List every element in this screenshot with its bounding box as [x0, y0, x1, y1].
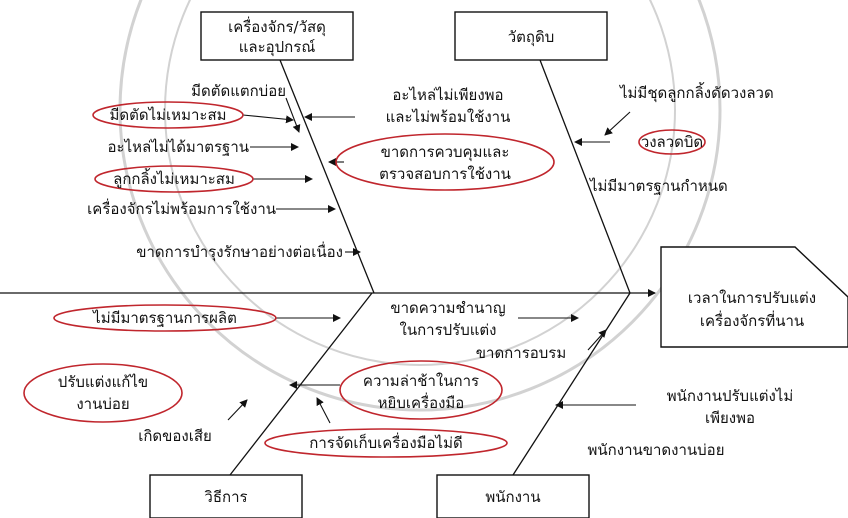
effect-box	[660, 246, 848, 348]
spine-and-bones	[0, 59, 656, 476]
box-material	[454, 11, 608, 61]
box-man	[436, 474, 590, 518]
cause-no-roller-set: ไม่มีชุดลูกกลิ้งดัดวงลวด	[619, 82, 774, 103]
cause-slow-tool-2: หยิบเครื่องมือ	[378, 392, 465, 412]
cause-lack-training: ขาดการอบรม	[476, 344, 566, 362]
box-machine	[200, 11, 354, 61]
category-boxes	[149, 11, 848, 518]
cause-absenteeism: พนักงานขาดงานบ่อย	[588, 441, 725, 459]
cause-arrows	[227, 97, 636, 424]
highlight-blade-unsuitable	[92, 101, 244, 129]
arrow-blade-unsuitable	[242, 114, 294, 124]
watermark-seal	[118, 0, 722, 412]
arrow-tool-storage	[316, 397, 331, 424]
cause-no-standard: ไม่มีมาตรฐานกำหนด	[589, 177, 728, 195]
highlight-slow-tool	[339, 360, 503, 420]
arrow-no-roller-set	[604, 111, 631, 136]
man-bone	[512, 292, 631, 476]
cause-wire-twisted: วงลวดบิด	[641, 133, 703, 151]
category-machine-line2: และอุปกรณ์	[239, 38, 316, 57]
cause-parts-insufficient-2: และไม่พร้อมใช้งาน	[386, 108, 511, 126]
cause-lack-control-2: ตรวจสอบการใช้งาน	[379, 165, 511, 183]
cause-slow-tool-1: ความล่าช้าในการ	[363, 372, 479, 390]
cause-lack-expertise-2: ในการปรับแต่ง	[400, 321, 497, 339]
cause-blade-breaks: มีดตัดแตกบ่อย	[191, 82, 286, 100]
highlight-tool-storage	[264, 428, 508, 458]
cause-blade-unsuitable: มีดตัดไม่เหมาะสม	[110, 106, 227, 124]
cause-no-production-standard: ไม่มีมาตรฐานการผลิต	[92, 309, 237, 327]
cause-frequent-rework-2: งานบ่อย	[76, 395, 129, 413]
arrow-lack-training	[587, 329, 607, 351]
method-bone	[229, 292, 373, 476]
highlight-lack-control	[335, 133, 555, 191]
highlight-wire-twisted	[638, 129, 706, 155]
cause-parts-nonstandard: อะไหล่ไม่ได้มาตรฐาน	[108, 138, 249, 156]
box-method	[149, 474, 303, 518]
cause-insufficient-staff-2: เพียงพอ	[705, 409, 755, 427]
highlight-ellipses	[23, 101, 706, 458]
cause-lack-control-1: ขาดการควบคุมและ	[381, 143, 510, 162]
cause-roller-unsuitable: ลูกกลิ้งไม่เหมาะสม	[113, 168, 235, 188]
effect-line1: เวลาในการปรับแต่ง	[688, 289, 816, 307]
category-material: วัตถุดิบ	[508, 28, 555, 47]
cause-insufficient-staff-1: พนักงานปรับแต่งไม่	[667, 387, 794, 405]
category-machine-line1: เครื่องจักร/วัสดุ	[228, 16, 326, 37]
cause-parts-insufficient-1: อะไหล่ไม่เพียงพอ	[392, 86, 503, 104]
cause-frequent-rework-1: ปรับแต่งแก้ไข	[58, 373, 148, 391]
highlight-roller-unsuitable	[94, 165, 254, 193]
effect-line2: เครื่องจักรที่นาน	[700, 310, 804, 330]
cause-poor-tool-storage: การจัดเก็บเครื่องมือไม่ดี	[309, 432, 462, 452]
highlight-frequent-rework	[23, 363, 183, 423]
cause-lack-expertise-1: ขาดความชำนาญ	[390, 299, 505, 317]
arrow-defects	[227, 399, 248, 421]
arrow-blade-breaks	[285, 97, 301, 133]
category-method: วิธีการ	[204, 488, 248, 506]
cause-machine-not-ready: เครื่องจักรไม่พร้อมการใช้งาน	[87, 198, 276, 218]
cause-defects: เกิดของเสีย	[138, 427, 212, 445]
material-bone	[539, 59, 631, 294]
category-man: พนักงาน	[485, 488, 540, 506]
cause-no-maintenance: ขาดการบำรุงรักษาอย่างต่อเนื่อง	[136, 241, 343, 262]
labels: เครื่องจักร/วัสดุ และอุปกรณ์ วัตถุดิบ วิ…	[58, 16, 816, 506]
highlight-no-production-standard	[53, 304, 277, 332]
